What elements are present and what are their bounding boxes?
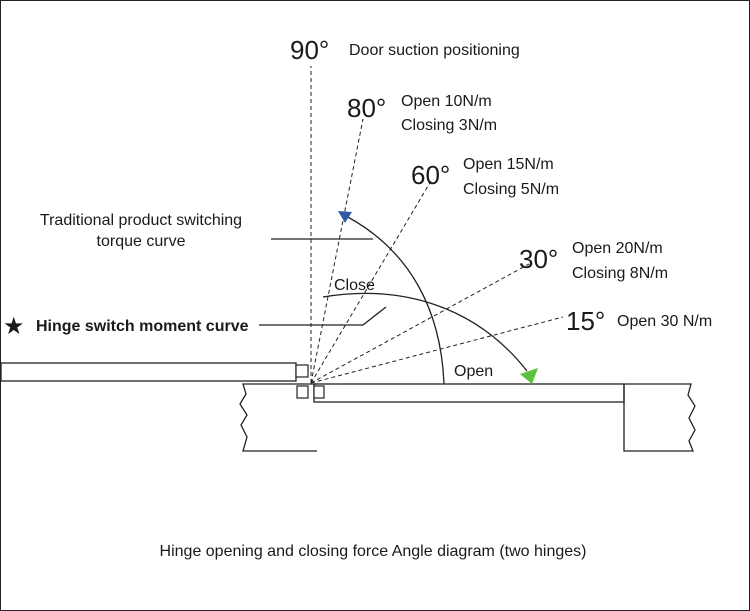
frame-right — [623, 383, 696, 452]
degree-60: 60° — [411, 160, 450, 190]
close-label: Close — [334, 277, 375, 294]
traditional-curve — [345, 215, 445, 385]
note-80-line2: Closing 3N/m — [401, 117, 497, 134]
degree-80: 80° — [347, 93, 386, 123]
degree-90: 90° — [290, 35, 329, 65]
note-90-line1: Door suction positioning — [349, 42, 520, 59]
left-panel — [1, 362, 297, 382]
hinge-knuckle — [313, 385, 325, 399]
note-30-line2: Closing 8N/m — [572, 265, 668, 282]
frame-left — [239, 383, 317, 452]
leader-hinge — [259, 306, 387, 326]
degree-30: 30° — [519, 244, 558, 274]
star-icon: ★ — [3, 313, 25, 340]
note-60-line1: Open 15N/m — [463, 156, 554, 173]
diagram-caption: Hinge opening and closing force Angle di… — [160, 543, 587, 560]
hinge-upper — [295, 364, 309, 378]
note-60-line2: Closing 5N/m — [463, 181, 559, 198]
note-30-line1: Open 20N/m — [572, 240, 663, 257]
close-arrow-head — [338, 211, 352, 223]
open-arrow-head — [520, 368, 538, 384]
open-label: Open — [454, 363, 493, 380]
door-leaf — [313, 383, 625, 403]
ray-80 — [310, 118, 364, 384]
hinge-curve-label: Hinge switch moment curve — [36, 318, 249, 335]
ray-15 — [310, 316, 564, 384]
note-15-line1: Open 30 N/m — [617, 313, 712, 330]
hinge-lower — [296, 385, 309, 399]
hinge-moment-curve — [322, 292, 528, 372]
ray-30 — [310, 263, 530, 384]
traditional-label-line2: torque curve — [97, 233, 186, 250]
traditional-label-line1: Traditional product switching — [40, 212, 242, 229]
degree-15: 15° — [566, 306, 605, 336]
note-80-line1: Open 10N/m — [401, 93, 492, 110]
